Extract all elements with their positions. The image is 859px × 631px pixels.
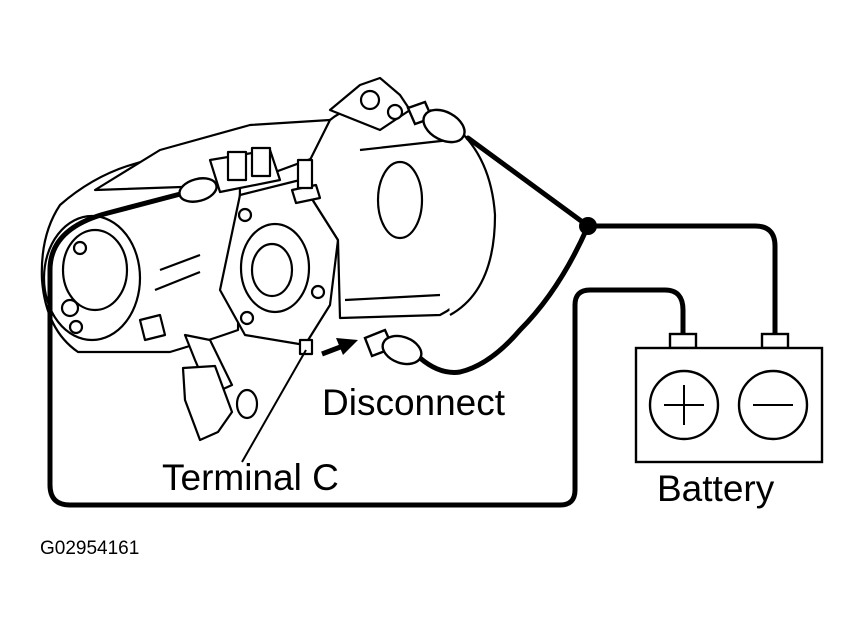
wire-junction-to-negative (585, 223, 778, 339)
starter-connector (178, 177, 218, 203)
top-terminal-connector (406, 100, 466, 144)
disconnected-connector (363, 328, 423, 366)
battery-negative-post (760, 332, 790, 350)
connector-plugs (178, 100, 466, 366)
figure-id-label: G02954161 (40, 538, 140, 559)
disconnect-label: Disconnect (322, 382, 506, 423)
terminal-c-label: Terminal C (162, 457, 339, 498)
wire-loop-to-positive (47, 189, 686, 508)
wire-solenoid-to-junction (465, 135, 591, 229)
battery-label: Battery (657, 468, 775, 509)
wire-junction-dot (579, 217, 597, 235)
terminal-c-leader (241, 349, 307, 463)
starter-motor (40, 76, 497, 442)
plus-icon (664, 385, 704, 425)
battery (634, 332, 824, 464)
wiring (47, 135, 778, 508)
disconnect-arrow (321, 338, 358, 357)
wire-junction-to-disconnect (417, 223, 591, 375)
battery-positive-post (668, 332, 698, 350)
